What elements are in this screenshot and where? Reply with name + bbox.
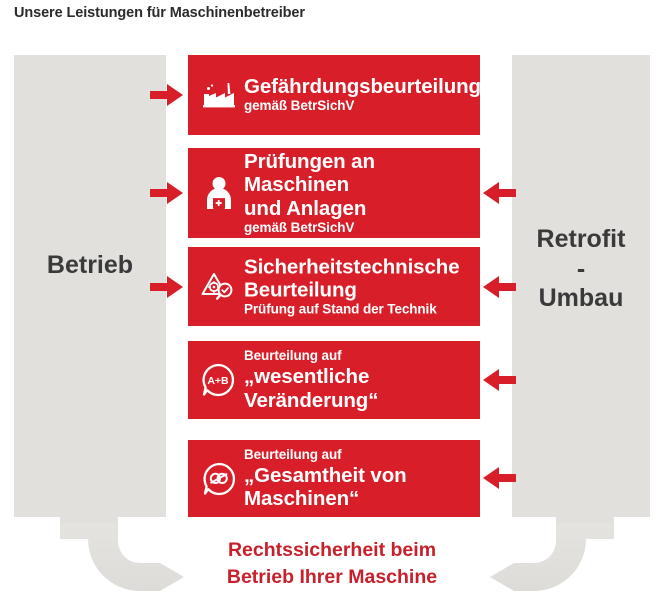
- svg-text:A+B: A+B: [207, 375, 229, 387]
- service-subline: Beurteilung auf: [244, 348, 342, 364]
- pillar-retrofit-line2: -: [576, 254, 586, 283]
- pillar-betrieb-foot-arrow: [60, 515, 184, 591]
- service-box-text: Prüfungen an Maschinen und Anlagen gemäß…: [244, 150, 472, 236]
- page-title: Unsere Leistungen für Maschinenbetreiber: [14, 5, 305, 21]
- arrow-left-to-box-0: [150, 84, 183, 106]
- service-box-gefaehrdungsbeurteilung[interactable]: Gefährdungsbeurteilung gemäß BetrSichV: [188, 55, 481, 135]
- pillar-retrofit-umbau-label: Retrofit - Umbau: [512, 225, 650, 314]
- service-box-text: Beurteilung auf „wesentliche Veränderung…: [244, 348, 472, 412]
- service-headline: Prüfungen an Maschinen: [244, 149, 375, 197]
- speech-bubble-chain-link-icon: [198, 458, 240, 500]
- service-subline: gemäß BetrSichV: [244, 98, 355, 114]
- service-headline: „Gesamtheit von Maschinen“: [244, 463, 407, 511]
- service-headline: Gefährdungsbeurteilung: [244, 75, 481, 99]
- service-headline: Sicherheitstechnische: [244, 255, 460, 279]
- service-subline: gemäß BetrSichV: [244, 219, 355, 235]
- service-box-sicherheitstechnische-beurteilung[interactable]: Sicherheitstechnische Beurteilung Prüfun…: [188, 247, 480, 326]
- service-box-pruefungen-maschinen-anlagen[interactable]: Prüfungen an Maschinen und Anlagen gemäß…: [188, 148, 480, 238]
- service-headline: „wesentliche Veränderung“: [244, 365, 379, 412]
- pillar-retrofit-foot-arrow: [490, 515, 614, 591]
- arrow-left-to-box-2: [150, 276, 183, 298]
- service-box-text: Gefährdungsbeurteilung gemäß BetrSichV: [244, 75, 481, 115]
- service-box-text: Beurteilung auf „Gesamtheit von Maschine…: [244, 447, 472, 511]
- speech-bubble-a-plus-b-icon: A+B: [198, 359, 240, 401]
- arrow-right-to-box-4: [483, 467, 516, 489]
- pillar-retrofit-line1: Retrofit: [536, 225, 626, 253]
- service-headline-2: Beurteilung: [244, 278, 357, 302]
- arrow-right-to-box-3: [483, 369, 516, 391]
- service-box-gesamtheit-von-maschinen[interactable]: Beurteilung auf „Gesamtheit von Maschine…: [188, 440, 480, 517]
- bottom-caption: Rechtssicherheit beim Betrieb Ihrer Masc…: [0, 537, 664, 591]
- service-headline-2: und Anlagen: [244, 196, 367, 220]
- service-box-text: Sicherheitstechnische Beurteilung Prüfun…: [244, 255, 472, 318]
- warning-triangle-gear-magnifier-icon: [198, 266, 240, 308]
- pillar-retrofit-line3: Umbau: [538, 284, 624, 312]
- service-subline: Prüfung auf Stand der Technik: [244, 301, 437, 317]
- arrow-right-to-box-1: [483, 182, 516, 204]
- caption-line-1: Rechtssicherheit beim: [227, 539, 437, 561]
- pillar-betrieb: Betrieb: [14, 55, 166, 517]
- arrow-right-to-box-2: [483, 276, 516, 298]
- arrow-left-to-box-1: [150, 182, 183, 204]
- factory-icon: [198, 74, 240, 116]
- service-box-wesentliche-veraenderung[interactable]: A+B Beurteilung auf „wesentliche Verände…: [188, 341, 480, 419]
- inspector-person-icon: [198, 172, 240, 214]
- service-subline: Beurteilung auf: [244, 446, 342, 462]
- pillar-betrieb-label: Betrieb: [46, 251, 134, 279]
- pillar-retrofit-umbau: Retrofit - Umbau: [512, 55, 650, 517]
- caption-line-2: Betrieb Ihrer Maschine: [226, 565, 438, 588]
